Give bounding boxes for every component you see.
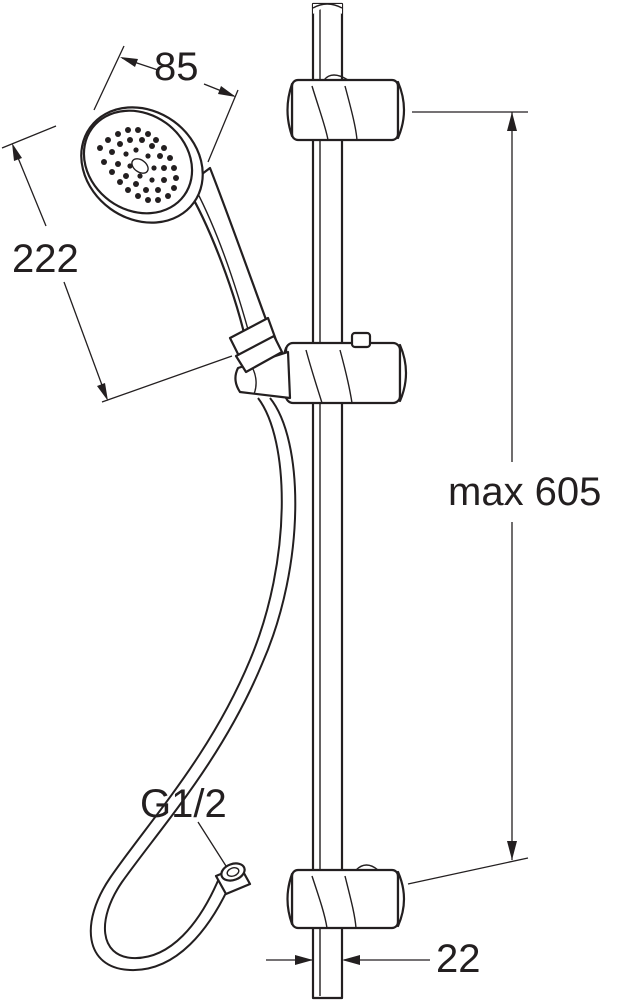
dimension-head-width: 85 xyxy=(93,45,239,163)
head-width-label: 85 xyxy=(154,45,199,89)
spray-nozzles xyxy=(97,127,179,203)
handset-length-label: 222 xyxy=(12,237,79,281)
slide-holder xyxy=(234,331,408,405)
hose-connection-callout: G1/2 xyxy=(140,782,227,867)
rail-diameter-label: 22 xyxy=(436,937,481,981)
hose-connector-nut xyxy=(214,862,252,896)
dimension-rail-height: max 605 xyxy=(407,111,601,885)
rail-height-label: max 605 xyxy=(448,470,601,514)
slide-rail xyxy=(311,2,344,1000)
hose-connection-label: G1/2 xyxy=(140,782,227,826)
top-wall-bracket xyxy=(286,74,406,142)
shower-hose xyxy=(89,397,297,972)
bottom-wall-bracket xyxy=(286,864,406,930)
dimension-handset-length: 222 xyxy=(1,125,233,403)
dimension-rail-diameter: 22 xyxy=(266,937,481,981)
hand-shower xyxy=(80,106,284,374)
